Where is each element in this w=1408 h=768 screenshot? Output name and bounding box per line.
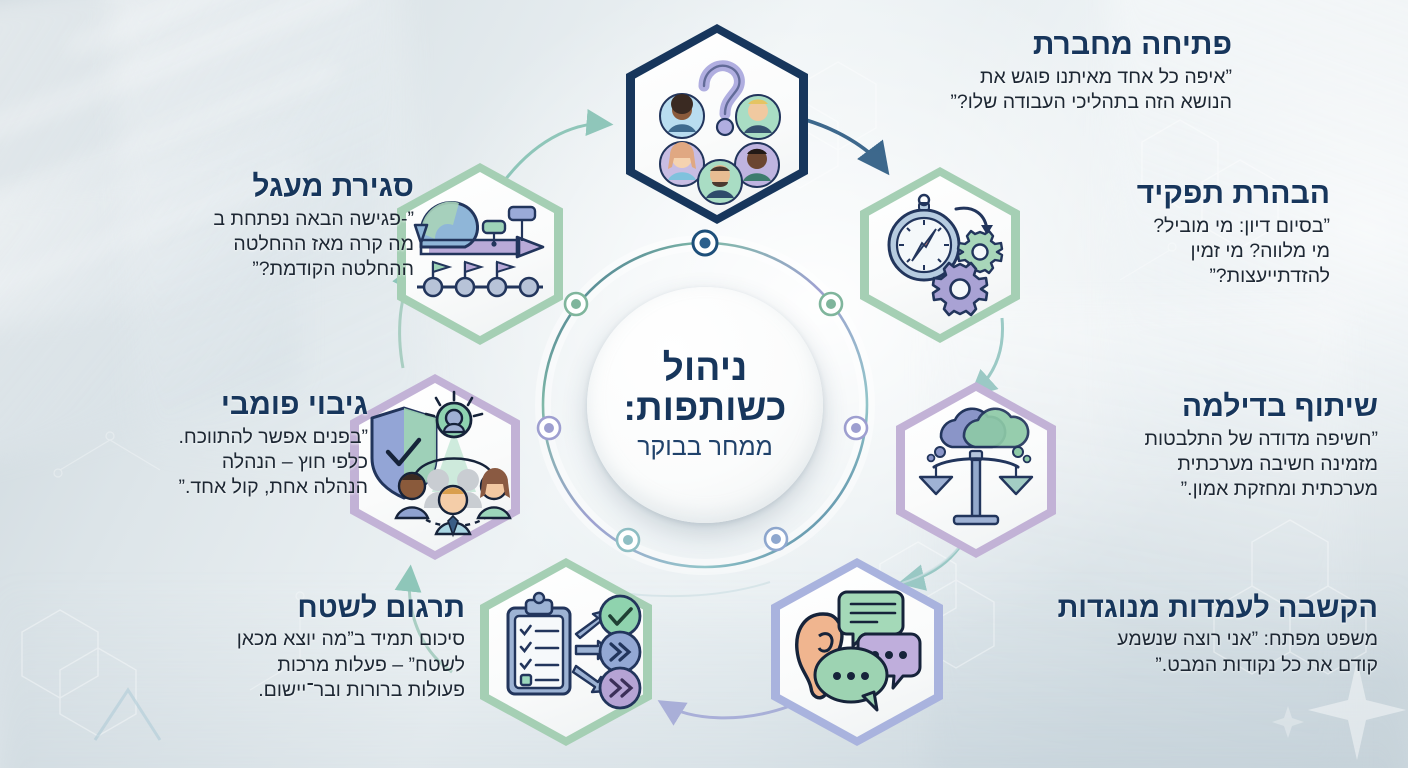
step-body-field-translation: סיכום תמיד ב”מה יוצא מכאן לשטח” – פעלות … (236, 628, 465, 702)
shield-team-icon (370, 390, 512, 538)
step-title-closing-loop: סגירת מעגל (252, 170, 414, 203)
ring-node (818, 291, 844, 317)
step-title-dilemma: שיתוף בדילמה (1181, 390, 1378, 423)
text-block-public-backing: גיבוי פומבי ”בפנים אפשר להתווכח. כלפי חו… (60, 388, 368, 501)
people-question-icon (659, 60, 781, 205)
step-body-listening: משפט מפתח: ”אני רוצה שנשמע קודם את כל נק… (1117, 628, 1378, 676)
ear-speech-bubbles-icon (795, 590, 922, 712)
step-body-dilemma: ”חשיפה מדודה של התלבטות מזמינה חשיבה מער… (1144, 427, 1378, 501)
ring-node (843, 415, 869, 441)
text-block-dilemma: שיתוף בדילמה ”חשיפה מדודה של התלבטות מזמ… (1028, 390, 1378, 503)
ring-node (536, 415, 562, 441)
step-body-opening: ”איפה כל אחד מאיתנו פוגש את הנושא הזה בת… (950, 65, 1232, 113)
ring-node (763, 526, 789, 552)
ring-node (563, 291, 589, 317)
hex-node-field-translation[interactable] (480, 558, 652, 746)
center-line-1: ניהול (662, 347, 748, 389)
background-pane (1108, 0, 1408, 460)
step-title-public-backing: גיבוי פומבי (220, 388, 368, 421)
text-block-role-clarity: הבהרת תפקיד ”בסיום דיון: מי מוביל? מי מל… (1030, 177, 1330, 290)
center-line-2: כשותפות: (623, 387, 787, 429)
step-title-field-translation: תרגום לשטח (297, 592, 465, 624)
ring-node (691, 229, 719, 257)
step-title-listening: הקשבה לעמדות מנוגדות (1057, 592, 1378, 624)
text-block-listening: הקשבה לעמדות מנוגדות משפט מפתח: ”אני רוצ… (958, 592, 1378, 678)
center-line-3: ממחר בבוקר (637, 432, 773, 461)
text-block-closing-loop: סגירת מעגל ”-פגישה הבאה נפתחת ב מה קרה מ… (96, 170, 414, 283)
hex-node-listening[interactable] (771, 558, 943, 746)
text-block-opening: פתיחה מחברת ”איפה כל אחד מאיתנו פוגש את … (812, 28, 1232, 115)
step-title-opening: פתיחה מחברת (1032, 28, 1232, 61)
hex-node-public-backing[interactable] (350, 374, 520, 560)
compass-gears-icon (887, 193, 1004, 317)
step-title-role-clarity: הבהרת תפקיד (1136, 177, 1330, 210)
thought-clouds-scale-icon (918, 407, 1034, 526)
hex-node-dilemma[interactable] (896, 382, 1056, 558)
step-body-closing-loop: ”-פגישה הבאה נפתחת ב מה קרה מאז ההחלטה ה… (213, 207, 414, 281)
loop-timeline-icon (413, 201, 545, 298)
background-pane (0, 578, 1408, 768)
clipboard-actions-icon (506, 591, 642, 710)
center-title-circle: ניהול כשותפות: ממחר בבוקר (587, 287, 823, 523)
step-body-public-backing: ”בפנים אפשר להתווכח. כלפי חוץ – הנהלה הנ… (178, 425, 368, 499)
ring-node (615, 527, 641, 553)
hex-node-role-clarity[interactable] (860, 167, 1020, 343)
hex-node-opening[interactable] (626, 24, 808, 224)
hex-node-closing-loop[interactable] (397, 163, 563, 345)
step-body-role-clarity: ”בסיום דיון: מי מוביל? מי מלווה? מי זמין… (1153, 214, 1330, 288)
sparkle-icon (1308, 660, 1406, 760)
text-block-field-translation: תרגום לשטח סיכום תמיד ב”מה יוצא מכאן לשט… (140, 592, 465, 704)
